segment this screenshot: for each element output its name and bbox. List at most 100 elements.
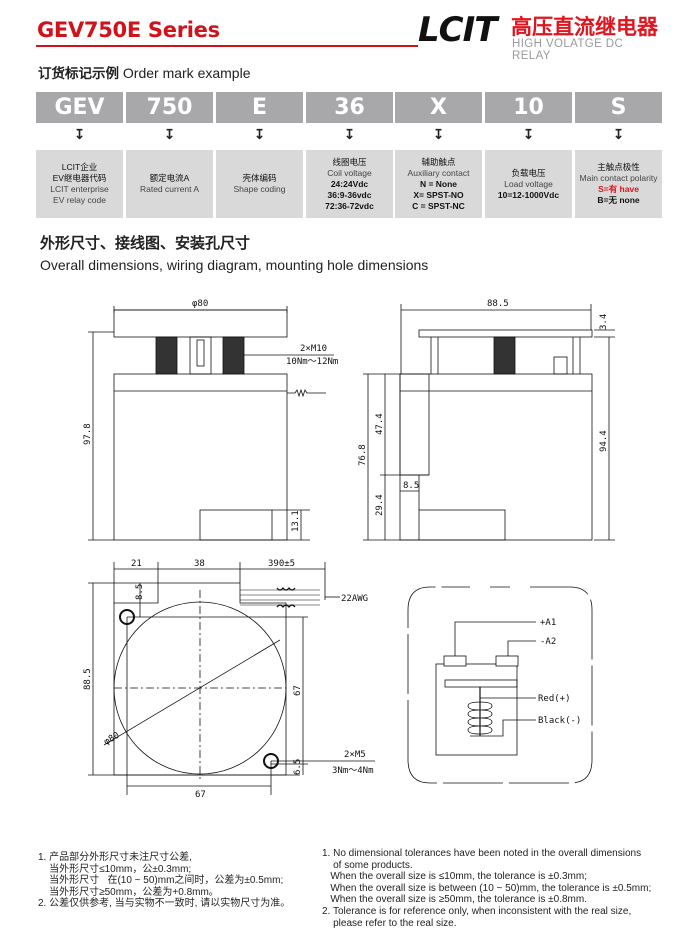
description-line: Auxiliary contact [407,167,470,178]
description-line: 线圈电压 [332,156,367,167]
down-arrow-icon: ↧ [612,126,625,142]
description-line: 壳体编码 [242,173,277,183]
description-line: C = SPST-NC [412,200,465,211]
description-line: 36:9-36vdc [327,189,372,200]
dim-side-h3: 29.4 [375,494,385,516]
dim-side-offset: 8.5 [403,481,419,491]
side-view [363,304,615,541]
description-line: S=有 have [598,184,639,194]
notes-cn: 1. 产品部分外形尺寸未注尺寸公差, 当外形尺寸≤10mm，公±0.3mm; 当… [38,852,290,910]
order-code-2: 750 [126,92,213,123]
description-line: Shape coding [233,184,286,194]
description-line: Load voltage [504,178,553,189]
dim-side-width: 88.5 [487,299,509,309]
description-line: 主触点极性 [597,162,640,172]
page-title: GEV750E Series [37,18,220,42]
note-line: When the overall size is ≥50mm, the tole… [322,894,587,906]
label-awg: 22AWG [341,594,368,604]
notes-en: 1. No dimensional tolerances have been n… [322,848,651,929]
label-screw-torque: 3Nm～4Nm [332,766,374,776]
logo-mark: LCIT [418,10,497,50]
order-code-1: GEV [36,92,123,123]
order-code-5: X [395,92,482,123]
note-line: of some products. [322,859,413,871]
description-line: 72:36-72vdc [325,200,374,211]
down-arrow-icon: ↧ [163,126,176,142]
description-line: 辅助触点 [421,156,456,167]
description-line: LCIT enterprise [50,184,109,194]
dim-bottom-height: 88.5 [83,668,93,690]
label-black: Black(-) [538,716,581,726]
bottom-view [88,562,375,795]
dim-bottom-8-5: 8.5 [135,584,145,600]
note-line: please refer to the real size. [322,917,457,929]
order-title-en: Order mark example [122,65,251,81]
note-line: 当外形尺寸≥50mm，公差为+0.8mm。 [38,886,219,898]
dim-bottom-21: 21 [131,559,142,569]
description-line: B=无 none [597,195,640,205]
description-line: Main contact polarity [579,173,658,183]
dim-bottom-dia: φ80 [102,731,121,748]
description-line: 额定电流A [149,173,190,183]
down-arrow-icon: ↧ [432,126,445,142]
dim-side-h2: 47.4 [375,413,385,435]
note-line: When the overall size is ≤10mm, the tole… [322,871,587,883]
order-title-cn: 订货标记示例 [38,66,119,82]
front-view [88,306,334,541]
description-line: N = None [419,178,458,189]
label-screw: 2×M5 [344,750,366,760]
note-line: 当外形尺寸 在(10 ~ 50)mm之间时，公差为±0.5mm; [38,875,284,887]
description-line: 24:24Vdc [330,178,369,189]
down-arrow-icon: ↧ [522,126,535,142]
order-mark-heading: 订货标记示例 Order mark example [38,62,250,82]
order-code-4: 36 [306,92,393,123]
note-line: 2. 公差仅供参考, 当与实物不一致时, 请以实物尺寸为准。 [38,898,291,910]
dim-front-dia: φ80 [192,299,208,309]
down-arrow-icon: ↧ [253,126,266,142]
dim-side-plate: 3.4 [599,314,609,330]
order-code-7: S [575,92,662,123]
dim-bottom-wire-length: 390±5 [268,559,295,569]
order-code-3: E [216,92,303,123]
note-line: 当外形尺寸≤10mm，公±0.3mm; [38,863,192,875]
label-a1: +A1 [540,618,556,628]
dim-bottom-hole-v: 67 [293,685,303,696]
note-line: 1. No dimensional tolerances have been n… [322,848,642,859]
note-line: When the overall size is between (10 ~ 5… [322,882,652,894]
logo-en: HIGH VOLATGE DC RELAY [512,38,624,62]
dim-front-height: 97.8 [83,423,93,445]
note-line: 1. 产品部分外形尺寸未注尺寸公差, [38,852,192,863]
note-line: 2. Tolerance is for reference only, when… [322,905,632,917]
dim-side-h1: 76.8 [358,444,368,466]
description-line: EV relay code [53,195,106,205]
dim-side-height: 94.4 [599,430,609,452]
brand-logo: LCIT 高压直流继电器 HIGH VOLATGE DC RELAY [418,8,663,62]
down-arrow-icon: ↧ [343,126,356,142]
section-title-cn: 外形尺寸、接线图、安装孔尺寸 [40,234,251,252]
logo-cn: 高压直流继电器 [511,15,658,39]
section-title-en: Overall dimensions, wiring diagram, moun… [40,257,429,273]
description-line: Coil voltage [327,167,372,178]
label-a2: -A2 [540,637,556,647]
label-thread-torque: 10Nm～12Nm [286,357,338,367]
label-thread: 2×M10 [300,344,327,354]
description-line: Rated current A [139,184,200,194]
dim-bottom-38: 38 [194,559,205,569]
label-red: Red(+) [538,694,571,704]
dim-front-base: 13.1 [291,510,301,532]
wiring-diagram [407,586,593,784]
description-line: LCIT企业 [61,162,98,172]
title-underline [36,45,418,47]
description-line: 负载电压 [511,167,546,178]
order-code-6: 10 [485,92,572,123]
dim-bottom-6-5: 6.5 [293,759,303,775]
description-line: EV继电器代码 [52,173,107,183]
